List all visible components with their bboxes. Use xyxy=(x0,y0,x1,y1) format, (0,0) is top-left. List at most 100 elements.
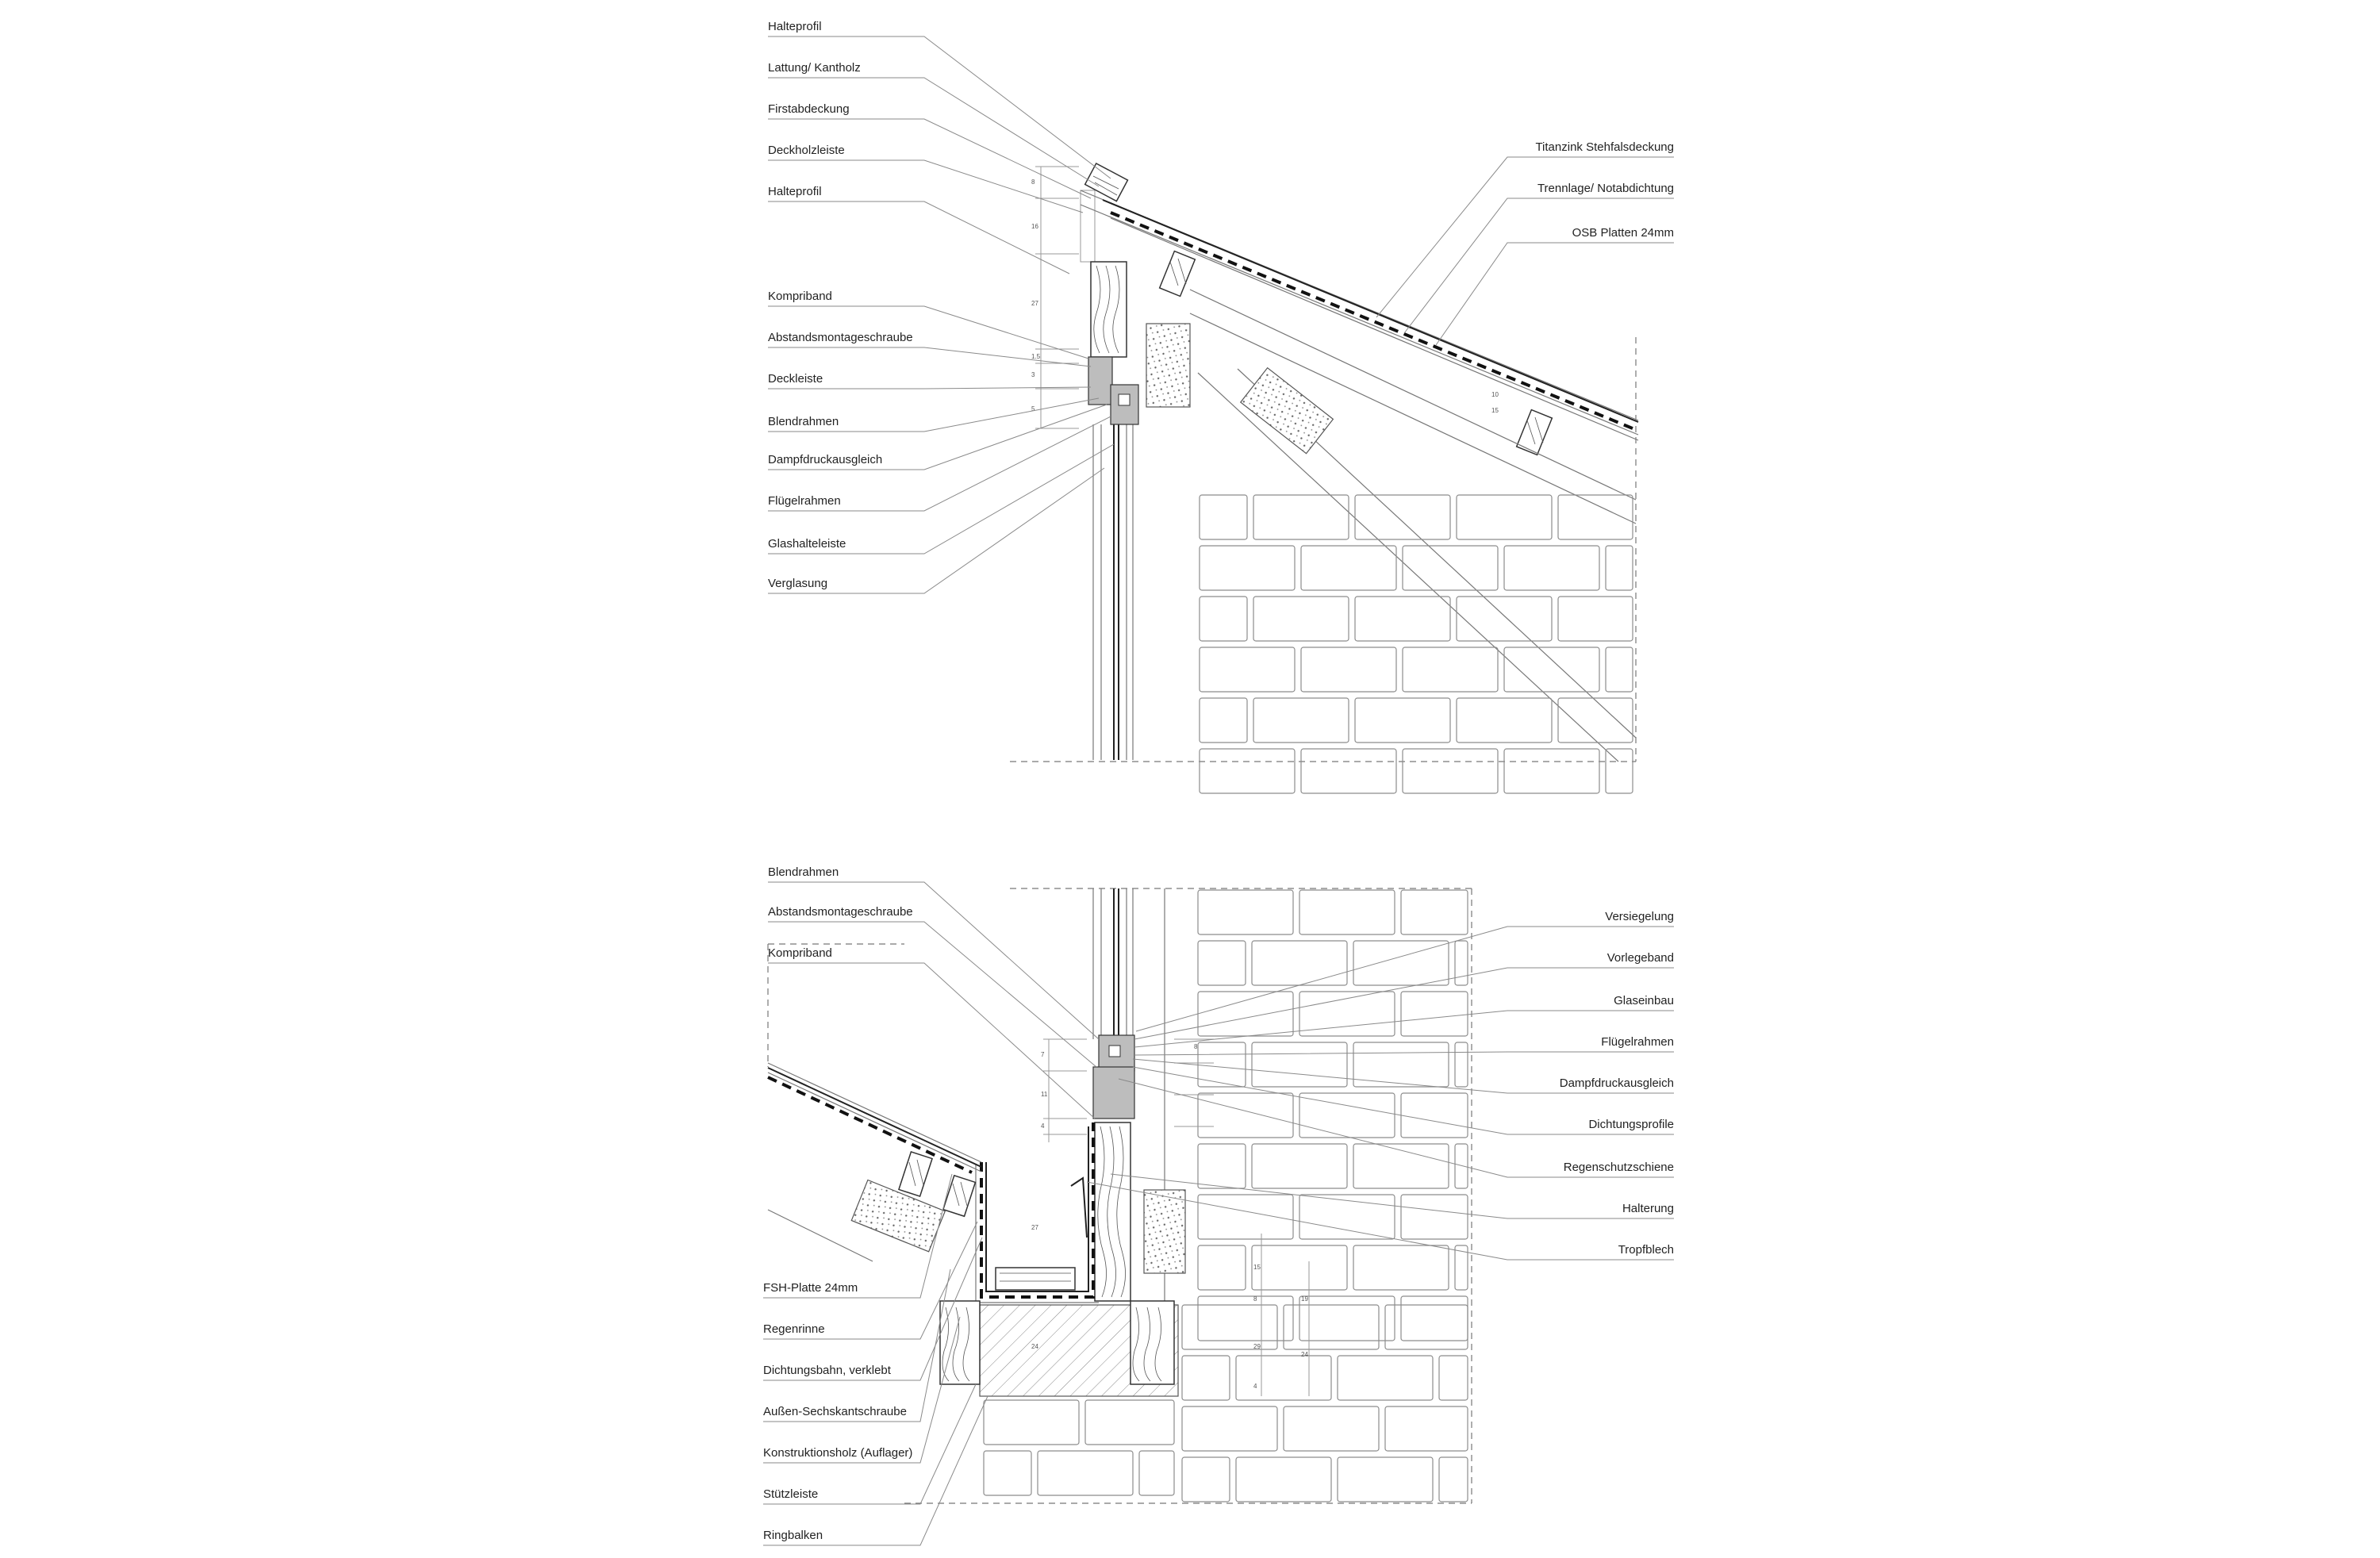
brick xyxy=(1197,1092,1294,1138)
bottom-left-lower-leader-3 xyxy=(763,1268,951,1422)
top-left-label-7: Deckleiste xyxy=(768,372,823,386)
bottom-left-lower-leader-4 xyxy=(763,1316,961,1464)
brick xyxy=(1251,1143,1348,1189)
bottom-left-lower-leader-5 xyxy=(763,1383,977,1505)
brick xyxy=(1605,545,1633,591)
brick xyxy=(983,1399,1080,1445)
brick xyxy=(1354,697,1451,743)
bottom-left-upper-label-2: Kompriband xyxy=(768,946,832,960)
brick xyxy=(1454,1042,1468,1088)
top-left-leader-0 xyxy=(768,36,1111,179)
top-left-leader-7 xyxy=(768,386,1092,390)
brick xyxy=(1402,748,1499,794)
brick xyxy=(1037,1450,1134,1496)
bottom-right-label-4: Dampfdruckausgleich xyxy=(1560,1076,1674,1090)
brick xyxy=(1400,1194,1468,1240)
bottom-right-label-6: Regenschutzschiene xyxy=(1564,1161,1674,1174)
top-left-leader-12 xyxy=(768,467,1105,594)
glazing-verticals xyxy=(1092,424,1134,760)
brick xyxy=(1454,1143,1468,1189)
brick xyxy=(1084,1399,1175,1445)
brick xyxy=(1181,1406,1278,1452)
brick xyxy=(1503,545,1600,591)
brick xyxy=(1251,1245,1348,1291)
osb-diagonal-bottom xyxy=(850,1179,946,1253)
bottom-right-leader-0 xyxy=(1135,926,1674,1032)
top-right-leader-1 xyxy=(1403,198,1674,334)
brick xyxy=(1299,1295,1395,1341)
osb-block-top xyxy=(1146,323,1191,408)
support-beam xyxy=(995,1267,1076,1291)
bottom-left-lower-label-1: Regenrinne xyxy=(763,1322,825,1336)
top-left-label-8: Blendrahmen xyxy=(768,415,839,428)
bottom-right-leader-2 xyxy=(1134,1010,1674,1048)
brick xyxy=(1400,889,1468,935)
timber-post xyxy=(1090,261,1127,358)
brick xyxy=(1402,545,1499,591)
brick xyxy=(1197,889,1294,935)
top-left-leader-6 xyxy=(768,347,1092,367)
bottom-right-label-5: Dichtungsprofile xyxy=(1588,1118,1674,1131)
brick xyxy=(1253,697,1349,743)
roof-struts xyxy=(1189,289,1637,762)
brick xyxy=(1337,1456,1434,1502)
brick xyxy=(1354,494,1451,540)
brick xyxy=(983,1450,1032,1496)
dim-top-1: 8 xyxy=(1031,178,1035,186)
bottom-right-leader-5 xyxy=(1132,1066,1674,1135)
bottom-left-lower-label-4: Konstruktionsholz (Auflager) xyxy=(763,1446,912,1460)
top-left-leader-4 xyxy=(768,201,1070,274)
top-left-label-1: Lattung/ Kantholz xyxy=(768,61,861,75)
brick xyxy=(1400,991,1468,1037)
bottom-left-lower-label-0: FSH-Platte 24mm xyxy=(763,1281,858,1295)
brick-wall-bottom xyxy=(983,889,1468,1502)
bottom-right-label-7: Halterung xyxy=(1622,1202,1674,1215)
brick xyxy=(1253,596,1349,642)
brick xyxy=(1251,1042,1348,1088)
bottom-left-lower-leader-0 xyxy=(763,1173,953,1299)
bottom-right-leader-1 xyxy=(1134,967,1674,1040)
top-left-label-0: Halteprofil xyxy=(768,20,822,33)
brick xyxy=(1199,647,1296,693)
brick xyxy=(1438,1355,1468,1401)
dim-top-6: 5 xyxy=(1031,405,1035,413)
bottom-right-labels: VersiegelungVorlegebandGlaseinbauFlügelr… xyxy=(1086,910,1674,1261)
batten-2 xyxy=(1515,409,1553,456)
dim-bottom-9: 29 xyxy=(1253,1343,1261,1350)
top-right-label-0: Titanzink Stehfalsdeckung xyxy=(1535,140,1674,154)
dim-top-4: 1.5 xyxy=(1031,353,1041,360)
brick xyxy=(1235,1355,1332,1401)
brick xyxy=(1299,1092,1395,1138)
brick xyxy=(1181,1456,1230,1502)
brick xyxy=(1402,647,1499,693)
window-frame-sill xyxy=(1092,1034,1135,1119)
top-left-leader-3 xyxy=(768,159,1084,213)
brick xyxy=(1283,1406,1380,1452)
brick xyxy=(1300,545,1397,591)
bottom-right-label-8: Tropfblech xyxy=(1618,1243,1674,1257)
dimension-column-top: 8 16 27 1.5 3 5 10 15 xyxy=(1031,166,1499,429)
brick xyxy=(1454,940,1468,986)
dim-bottom-10: 24 xyxy=(1301,1351,1308,1358)
brick xyxy=(1235,1456,1332,1502)
top-left-label-9: Dampfdruckausgleich xyxy=(768,453,882,466)
bottom-left-lower-leader-1 xyxy=(763,1221,978,1340)
top-left-label-11: Glashalteleiste xyxy=(768,537,846,551)
top-left-label-3: Deckholzleiste xyxy=(768,144,845,157)
brick xyxy=(1400,1295,1468,1341)
timber-post-bottom xyxy=(1094,1122,1131,1302)
brick xyxy=(1354,596,1451,642)
brick xyxy=(1197,1295,1294,1341)
dim-bottom-6: 15 xyxy=(1253,1264,1261,1271)
brick xyxy=(1299,1194,1395,1240)
top-left-leader-1 xyxy=(768,77,1100,187)
dim-top-2: 16 xyxy=(1031,223,1038,230)
bottom-right-leader-4 xyxy=(1132,1058,1674,1094)
top-left-label-4: Halteprofil xyxy=(768,185,822,198)
top-left-label-12: Verglasung xyxy=(768,577,827,590)
brick xyxy=(1353,1143,1449,1189)
bottom-right-leader-7 xyxy=(1110,1173,1674,1219)
construction-timber-left xyxy=(939,1300,981,1385)
dim-bottom-4: 4 xyxy=(1041,1122,1045,1130)
top-left-leader-8 xyxy=(768,397,1100,432)
